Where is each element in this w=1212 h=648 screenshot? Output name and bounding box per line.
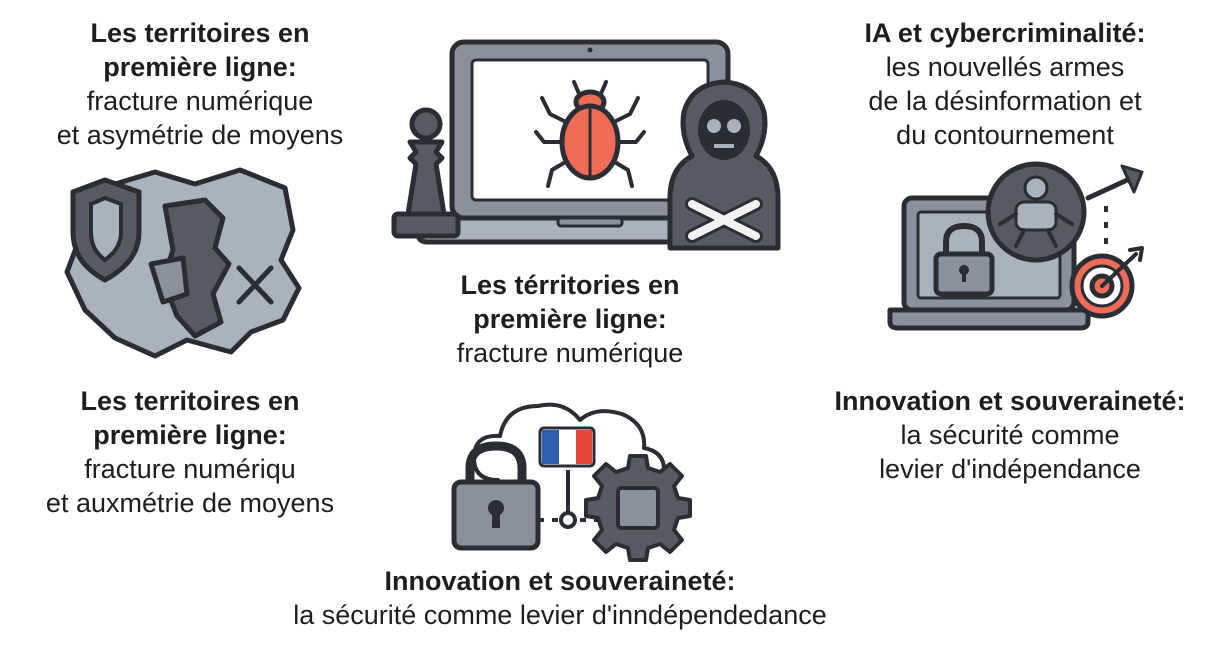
block-title: première ligne: (473, 304, 667, 334)
text-block-center: Les térritories en première ligne: fract… (390, 268, 750, 370)
territory-map-icon (64, 167, 302, 359)
block-text: les nouvellés armes (885, 52, 1125, 82)
text-block-top-right: IA et cybercriminalité: les nouvellés ar… (820, 16, 1190, 152)
block-title: Innovation et souveraineté: (834, 386, 1186, 416)
block-text: fracture numériqu (84, 454, 296, 484)
block-title: première ligne: (93, 420, 287, 450)
sovereign-cloud-icon (451, 402, 692, 562)
block-text: de la désinformation et (868, 86, 1142, 116)
block-title: Les territoires en (80, 386, 300, 416)
block-title: Les territoires en (90, 18, 310, 48)
virus-bug-icon (534, 80, 646, 188)
block-text: levier d'indépendance (879, 454, 1141, 484)
target-icon (1069, 246, 1144, 319)
block-title: première ligne: (103, 52, 297, 82)
french-flag-icon (538, 426, 596, 468)
block-title: Innovation et souveraineté: (384, 566, 736, 596)
laptop-virus-hacker-icon (391, 39, 781, 251)
text-block-bottom-center: Innovation et souveraineté: la sécurité … (240, 564, 880, 632)
block-text: et asymétrie de moyens (56, 120, 344, 150)
block-text: fracture numérique (86, 86, 314, 116)
robot-ai-icon (985, 161, 1087, 263)
ai-laptop-lock-target-icon (887, 161, 1144, 331)
hacker-icon (667, 79, 781, 251)
block-text: fracture numérique (456, 338, 684, 368)
block-text: et auxmétrie de moyens (45, 488, 335, 518)
block-title: Les térritories en (460, 270, 680, 300)
block-text: du contournement (896, 120, 1114, 150)
text-block-top-left: Les territoires en première ligne: fract… (20, 16, 380, 152)
lock-icon (933, 223, 995, 297)
padlock-icon (451, 441, 541, 551)
text-block-right-mid: Innovation et souveraineté: la sécurité … (810, 384, 1210, 486)
block-text: la sécurité comme levier d'inndépendedan… (293, 600, 827, 630)
chess-pawn-icon (391, 107, 461, 239)
block-title: IA et cybercriminalité: (864, 18, 1146, 48)
block-text: la sécurité comme (900, 420, 1120, 450)
text-block-bottom-left: Les territoires en première ligne: fract… (10, 384, 370, 520)
chip-gear-icon (584, 454, 692, 562)
